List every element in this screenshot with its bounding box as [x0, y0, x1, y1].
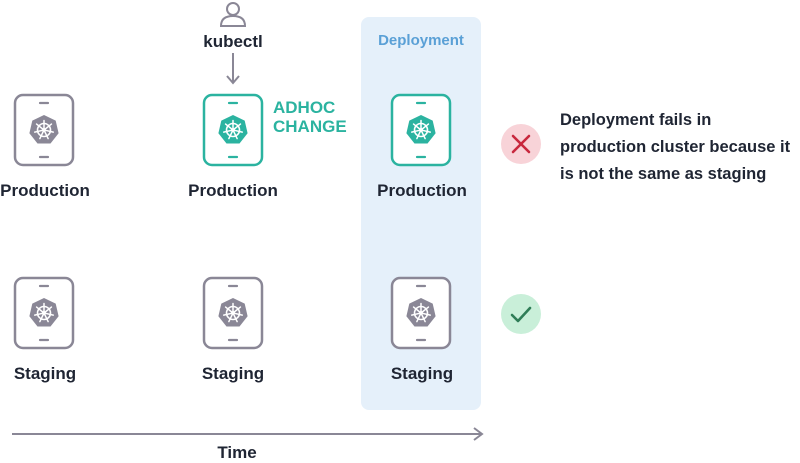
production-cluster-device-deployed [390, 93, 452, 167]
x-icon [501, 124, 541, 164]
staging-label: Staging [201, 364, 265, 383]
adhoc-line-1: ADHOC [273, 98, 336, 117]
fail-message-line-3: is not the same as staging [560, 165, 767, 183]
check-icon [501, 294, 541, 334]
staging-cluster-device-deployed [390, 276, 452, 350]
kubectl-label: kubectl [203, 32, 263, 51]
production-cluster-device-adhoc [202, 93, 264, 167]
deployment-fail-message: Deployment fails in production cluster b… [560, 107, 800, 188]
production-label: Production [377, 181, 467, 200]
adhoc-change-label: ADHOC CHANGE [273, 98, 347, 136]
fail-message-line-2: production cluster because it [560, 138, 791, 156]
time-axis-arrow [12, 427, 484, 441]
kubectl-arrow [226, 53, 240, 85]
staging-cluster-device [13, 276, 75, 350]
deployment-label: Deployment [378, 32, 464, 49]
adhoc-line-2: CHANGE [273, 117, 347, 136]
production-label: Production [0, 181, 90, 200]
production-label: Production [188, 181, 278, 200]
fail-message-line-1: Deployment fails in [560, 111, 712, 129]
staging-label: Staging [13, 364, 77, 383]
production-cluster-device [13, 93, 75, 167]
user-icon [219, 2, 247, 27]
time-axis-label: Time [217, 443, 257, 462]
staging-cluster-device [202, 276, 264, 350]
staging-label: Staging [390, 364, 454, 383]
